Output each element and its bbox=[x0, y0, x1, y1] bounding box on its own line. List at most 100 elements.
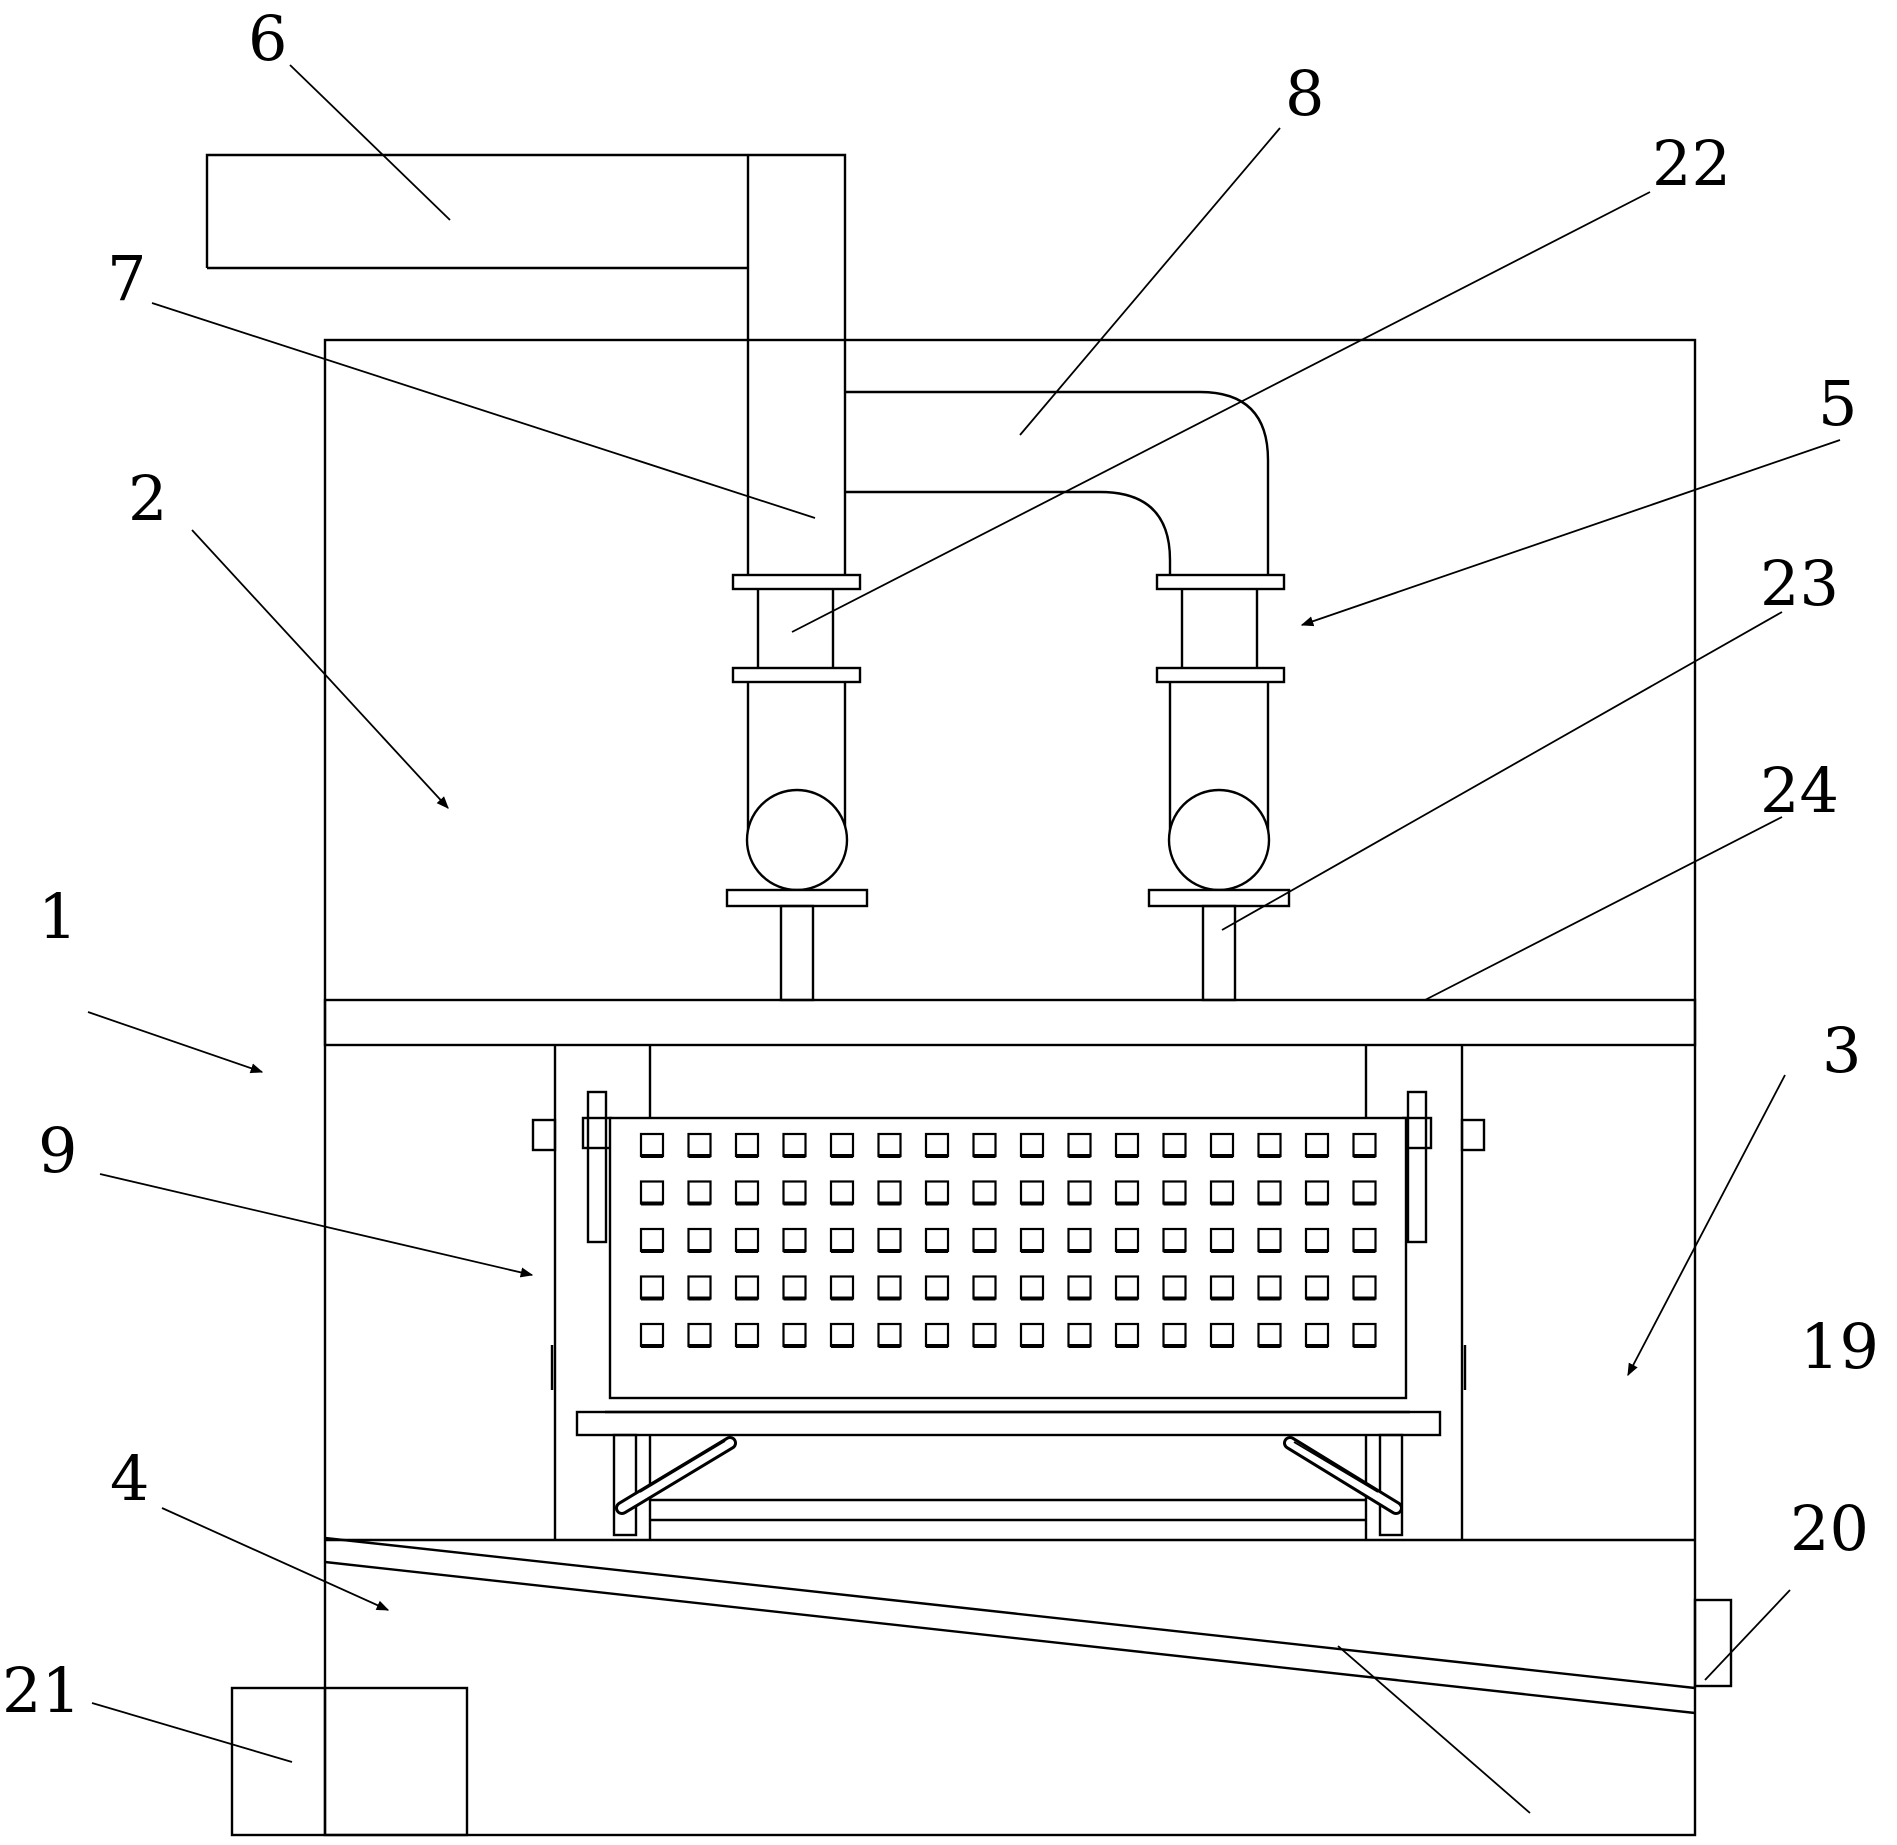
label-24: 24 bbox=[1760, 754, 1839, 827]
basket-hole bbox=[1352, 1275, 1377, 1300]
basket-hole bbox=[1067, 1180, 1092, 1205]
basket-hole bbox=[1352, 1180, 1377, 1205]
label-21: 21 bbox=[2, 1654, 81, 1727]
leader-20 bbox=[1704, 1589, 1791, 1681]
nozzle-right bbox=[1147, 573, 1291, 1002]
basket-hole bbox=[1114, 1227, 1140, 1253]
leader-4 bbox=[161, 1507, 390, 1611]
basket-hole bbox=[1257, 1322, 1282, 1348]
basket-hole bbox=[1162, 1227, 1187, 1253]
leader-24 bbox=[1424, 816, 1783, 1001]
basket-hole bbox=[1114, 1180, 1140, 1205]
basket-hole bbox=[924, 1275, 950, 1300]
basket-holes bbox=[639, 1132, 1377, 1348]
flange-lower bbox=[1155, 666, 1286, 684]
leader-lines bbox=[87, 64, 1841, 1814]
basket-hole bbox=[1019, 1227, 1045, 1253]
latch-left bbox=[586, 1090, 608, 1244]
basket-hole bbox=[639, 1227, 665, 1253]
basket-hole bbox=[734, 1275, 760, 1300]
basket-hole bbox=[972, 1180, 997, 1205]
basket-hole bbox=[1304, 1275, 1330, 1300]
leader-2 bbox=[191, 529, 449, 809]
flange-upper bbox=[1155, 573, 1286, 591]
spray-head bbox=[745, 788, 849, 892]
basket-hole bbox=[1257, 1275, 1282, 1300]
basket-hole bbox=[829, 1227, 855, 1253]
basket-hole bbox=[1019, 1275, 1045, 1300]
basket-hole bbox=[1304, 1180, 1330, 1205]
basket-hole bbox=[972, 1132, 997, 1158]
side-tab-left bbox=[531, 1118, 557, 1152]
nozzle-support bbox=[1201, 904, 1237, 1002]
basket-hole bbox=[972, 1322, 997, 1348]
basket-hole bbox=[734, 1322, 760, 1348]
leader-7 bbox=[151, 302, 816, 519]
basket-hole bbox=[782, 1132, 807, 1158]
leader-1 bbox=[87, 1011, 264, 1074]
label-7: 7 bbox=[107, 242, 146, 315]
basket-hole bbox=[877, 1275, 902, 1300]
basket-hole bbox=[1352, 1227, 1377, 1253]
tilt-cylinder-left bbox=[615, 1436, 737, 1515]
basket-hole bbox=[1352, 1132, 1377, 1158]
basket-hole bbox=[1257, 1227, 1282, 1253]
basket-hole bbox=[734, 1180, 760, 1205]
basket-hole bbox=[1304, 1132, 1330, 1158]
inclined-plate-bottom bbox=[324, 1560, 1696, 1715]
basket-hole bbox=[1304, 1227, 1330, 1253]
leader-3 bbox=[1627, 1074, 1786, 1377]
basket-hole bbox=[1162, 1275, 1187, 1300]
basket-hole bbox=[782, 1227, 807, 1253]
label-2: 2 bbox=[128, 462, 167, 535]
label-22: 22 bbox=[1652, 127, 1731, 200]
leader-22 bbox=[791, 191, 1651, 633]
housing-outline bbox=[323, 338, 1697, 1837]
basket-hole bbox=[687, 1322, 712, 1348]
basket-hole bbox=[1257, 1180, 1282, 1205]
basket-hole bbox=[972, 1227, 997, 1253]
branch-pipe-outer bbox=[845, 390, 1270, 578]
basket-hole bbox=[1067, 1227, 1092, 1253]
basket-hole bbox=[829, 1132, 855, 1158]
label-20: 20 bbox=[1790, 1492, 1869, 1565]
spray-head bbox=[1167, 788, 1271, 892]
basket-hole bbox=[877, 1132, 902, 1158]
latch-right bbox=[1406, 1090, 1428, 1244]
basket-hole bbox=[1162, 1132, 1187, 1158]
basket-hole bbox=[687, 1180, 712, 1205]
basket-hole bbox=[687, 1275, 712, 1300]
flange-upper bbox=[731, 573, 862, 591]
leader-23 bbox=[1221, 611, 1783, 931]
basket-hole bbox=[877, 1180, 902, 1205]
basket-hole bbox=[1019, 1132, 1045, 1158]
basket-hole bbox=[877, 1322, 902, 1348]
basket-hole bbox=[782, 1322, 807, 1348]
basket-hole bbox=[639, 1322, 665, 1348]
partition-plate bbox=[323, 998, 1697, 1047]
basket-hole bbox=[1209, 1275, 1235, 1300]
table-top bbox=[575, 1410, 1442, 1437]
basket-hole bbox=[1209, 1180, 1235, 1205]
leader-19 bbox=[1337, 1645, 1531, 1814]
branch-pipe bbox=[845, 390, 1270, 578]
table-leg-right bbox=[1378, 1433, 1404, 1537]
outlet-box bbox=[1693, 1598, 1733, 1688]
basket-hole bbox=[1352, 1322, 1377, 1348]
basket-hole bbox=[639, 1275, 665, 1300]
support-table bbox=[575, 1410, 1442, 1540]
tilt-cylinder-right bbox=[1283, 1436, 1403, 1515]
table-leg-left bbox=[612, 1433, 638, 1537]
branch-pipe-inner bbox=[845, 490, 1172, 578]
basket-hole bbox=[924, 1180, 950, 1205]
basket-hole bbox=[687, 1227, 712, 1253]
label-1: 1 bbox=[38, 880, 77, 953]
basket-hole bbox=[1209, 1132, 1235, 1158]
basket-hole bbox=[1114, 1275, 1140, 1300]
reference-numerals: 6 7 8 22 5 23 24 2 1 3 9 19 4 20 21 bbox=[2, 2, 1879, 1727]
basket-hole bbox=[1209, 1227, 1235, 1253]
leader-9 bbox=[99, 1173, 534, 1278]
basket-hole bbox=[924, 1132, 950, 1158]
basket-hole bbox=[1257, 1132, 1282, 1158]
